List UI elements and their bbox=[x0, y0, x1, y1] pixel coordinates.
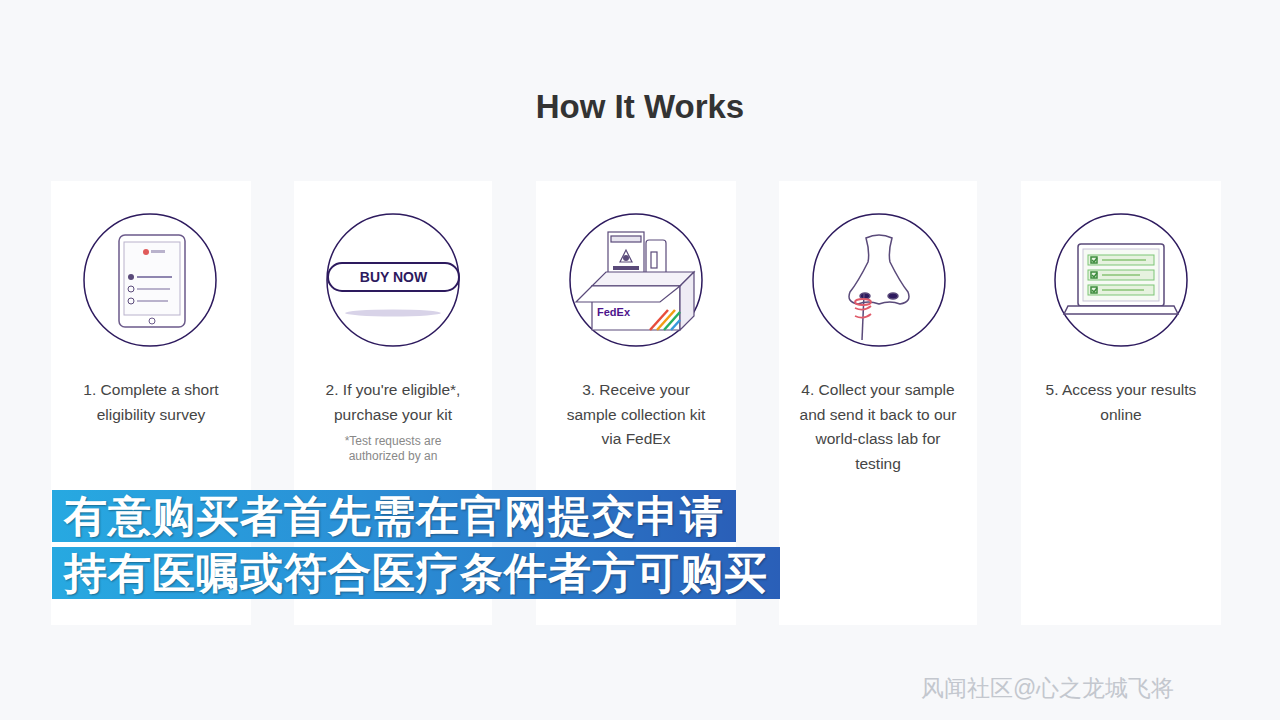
page-title: How It Works bbox=[0, 88, 1280, 126]
tablet-icon bbox=[119, 235, 185, 327]
watermark: 风闻社区@心之龙城飞将 bbox=[921, 673, 1174, 704]
button-shadow bbox=[345, 310, 441, 317]
nose-icon bbox=[849, 235, 909, 340]
node-text: 2. If you're eligible*, purchase your ki… bbox=[314, 378, 472, 427]
node-text: 5. Access your results online bbox=[1042, 378, 1200, 427]
icon-circle bbox=[84, 214, 216, 346]
box-icon bbox=[576, 232, 694, 330]
footnote-text: *Test requests are authorized by an bbox=[331, 434, 455, 464]
icon-circle bbox=[570, 214, 702, 346]
icon-circle bbox=[813, 214, 945, 346]
fedex-logo: FedEx bbox=[597, 306, 630, 318]
node-text: 1. Complete a short eligibility survey bbox=[72, 378, 230, 427]
node-text: 3. Receive your sample collection kit vi… bbox=[557, 378, 715, 452]
node-text: BUY NOW bbox=[329, 265, 458, 290]
buy-button: BUY NOW bbox=[327, 262, 460, 292]
subtitle-band: 持有医嘱或符合医疗条件者方可购买 bbox=[52, 547, 780, 599]
icon-circle bbox=[327, 214, 459, 346]
node-text: 持有医嘱或符合医疗条件者方可购买 bbox=[64, 547, 768, 599]
node-text: 4. Collect your sample and send it back … bbox=[799, 378, 957, 476]
icon-circle bbox=[1055, 214, 1187, 346]
subtitle-band: 有意购买者首先需在官网提交申请 bbox=[52, 490, 736, 542]
laptop-icon bbox=[1064, 244, 1178, 314]
node-text: 有意购买者首先需在官网提交申请 bbox=[64, 490, 724, 542]
